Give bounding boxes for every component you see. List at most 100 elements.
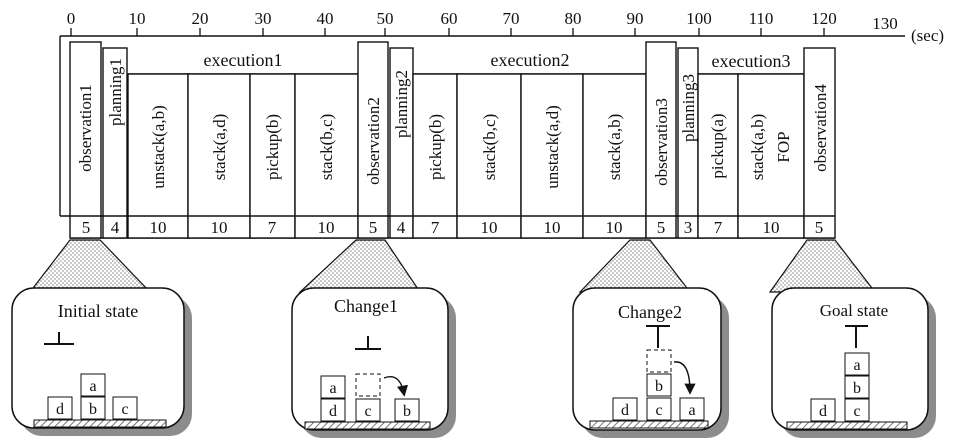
svg-text:c: c xyxy=(853,403,860,420)
axis-ticks: 0 10 20 30 40 50 60 70 80 90 100 110 120… xyxy=(67,9,898,33)
axis-unit: (sec) xyxy=(911,26,944,45)
action-label: observation4 xyxy=(811,84,830,172)
duration: 7 xyxy=(268,218,277,237)
svg-text:d: d xyxy=(819,403,827,420)
svg-text:a: a xyxy=(853,357,860,374)
action-label: unstack(a,d) xyxy=(543,105,562,189)
svg-text:c: c xyxy=(121,401,128,418)
svg-text:b: b xyxy=(853,380,861,397)
execution1-label: execution1 xyxy=(204,50,283,70)
svg-text:b: b xyxy=(655,378,663,395)
action-label: planning3 xyxy=(679,74,698,142)
state-title: Initial state xyxy=(58,301,138,321)
action-label: stack(a,b) xyxy=(605,114,624,181)
table-surface xyxy=(34,420,166,427)
duration: 4 xyxy=(111,218,120,237)
axis-tick-label: 120 xyxy=(811,9,837,28)
execution-headers: execution1 execution2 execution3 xyxy=(204,50,791,71)
action-label: unstack(a,b) xyxy=(149,105,168,189)
block: b xyxy=(845,376,869,398)
svg-text:a: a xyxy=(688,402,695,419)
svg-text:d: d xyxy=(329,403,337,420)
duration: 7 xyxy=(431,218,440,237)
svg-text:d: d xyxy=(621,402,629,419)
axis-tick-label: 80 xyxy=(565,9,582,28)
block: d xyxy=(811,399,835,421)
action-label: pickup(b) xyxy=(263,114,282,180)
duration: 4 xyxy=(397,218,406,237)
svg-text:c: c xyxy=(655,402,662,419)
state-title: Change1 xyxy=(334,296,398,316)
axis-tick-marks xyxy=(71,28,824,36)
callout-cones xyxy=(30,240,875,292)
duration: 10 xyxy=(481,218,498,237)
duration: 10 xyxy=(318,218,335,237)
block: a xyxy=(680,398,704,420)
execution2-label: execution2 xyxy=(491,50,570,70)
duration: 10 xyxy=(606,218,623,237)
block: b xyxy=(81,397,105,419)
action-label: stack(b,c) xyxy=(480,114,499,181)
state-title: Goal state xyxy=(820,301,888,320)
block: d xyxy=(613,398,637,420)
action-label: planning2 xyxy=(392,70,411,138)
table-surface xyxy=(305,422,430,429)
duration: 10 xyxy=(211,218,228,237)
block: c xyxy=(356,399,380,421)
axis-tick-label: 110 xyxy=(749,9,774,28)
action-label: stack(b,c) xyxy=(317,114,336,181)
state-change1: Change1 d a c b xyxy=(292,288,456,438)
svg-text:b: b xyxy=(403,403,411,420)
axis-tick-label: 40 xyxy=(317,9,334,28)
block: b xyxy=(647,374,671,396)
duration: 5 xyxy=(82,218,91,237)
action-label: observation1 xyxy=(76,84,95,172)
table-surface xyxy=(787,422,907,429)
block: c xyxy=(845,399,869,421)
action-label: planning1 xyxy=(106,58,125,126)
block: c xyxy=(647,398,671,420)
state-change2: Change2 d c b a xyxy=(573,288,729,438)
action-label: observation3 xyxy=(652,98,671,186)
axis-tick-label: 20 xyxy=(192,9,209,28)
action-label: observation2 xyxy=(364,97,383,185)
block: d xyxy=(321,399,345,421)
action-label-fop: FOP xyxy=(774,131,793,162)
svg-text:c: c xyxy=(364,403,371,420)
axis-tick-label: 130 xyxy=(872,14,898,33)
axis-tick-label: 30 xyxy=(255,9,272,28)
action-label: pickup(a) xyxy=(708,113,727,178)
state-initial: Initial state d b a c xyxy=(12,288,192,436)
axis-tick-label: 70 xyxy=(503,9,520,28)
block: b xyxy=(395,399,419,421)
duration: 5 xyxy=(815,218,824,237)
svg-text:a: a xyxy=(89,378,96,395)
svg-text:b: b xyxy=(89,401,97,418)
time-axis: 0 10 20 30 40 50 60 70 80 90 100 110 120… xyxy=(67,9,944,45)
axis-tick-label: 100 xyxy=(686,9,712,28)
block: a xyxy=(81,374,105,396)
block: a xyxy=(845,353,869,375)
state-goal: Goal state d c b a xyxy=(772,288,936,438)
block: d xyxy=(48,397,72,419)
duration: 5 xyxy=(657,218,666,237)
action-label: pickup(b) xyxy=(426,114,445,180)
execution3-label: execution3 xyxy=(712,51,791,71)
duration: 10 xyxy=(763,218,780,237)
axis-tick-label: 50 xyxy=(377,9,394,28)
duration: 10 xyxy=(544,218,561,237)
action-label: stack(a,b) xyxy=(748,114,767,181)
duration: 7 xyxy=(714,218,723,237)
duration: 3 xyxy=(684,218,693,237)
axis-tick-label: 0 xyxy=(67,9,76,28)
state-title: Change2 xyxy=(618,302,682,322)
block: c xyxy=(113,397,137,419)
action-label: stack(a,d) xyxy=(210,114,229,181)
svg-text:a: a xyxy=(329,380,336,397)
axis-tick-label: 90 xyxy=(627,9,644,28)
duration: 5 xyxy=(369,218,378,237)
state-boxes: Initial state d b a c Change1 d a c b xyxy=(12,288,936,438)
duration: 10 xyxy=(150,218,167,237)
block: a xyxy=(321,376,345,398)
